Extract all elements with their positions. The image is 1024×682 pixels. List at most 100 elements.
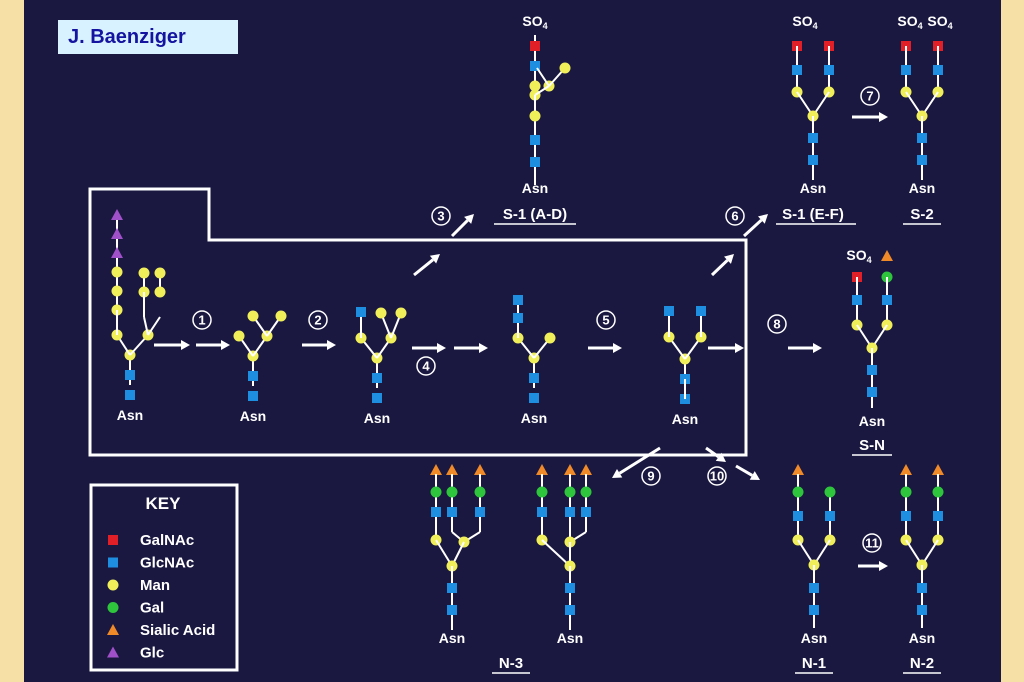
arrow-head [749, 471, 760, 480]
glcnac-node [125, 390, 135, 400]
glcnac-node [809, 605, 819, 615]
glcnac-node [530, 135, 540, 145]
so4-label: SO4 [792, 13, 817, 31]
glcnac-node [867, 387, 877, 397]
glcnac-node [529, 393, 539, 403]
key-box [89, 483, 239, 672]
glycosidic-bond [536, 67, 550, 87]
galnac-node [530, 41, 540, 51]
step-number-circle [308, 310, 328, 330]
step-number-circle [416, 356, 436, 376]
sialic-acid-node [792, 464, 804, 475]
key-label: Gal [140, 600, 164, 617]
galactose-node [474, 486, 486, 498]
slide-background [24, 0, 1001, 682]
key-swatch-glcnac [108, 557, 118, 568]
so4-label: SO4 [927, 13, 952, 31]
step-number: 3 [437, 209, 444, 224]
glcnac-node [447, 605, 457, 615]
glcnac-node [513, 295, 523, 305]
asn-label: Asn [439, 630, 465, 646]
glcnac-node [248, 391, 258, 401]
glcnac-node [530, 61, 540, 71]
glcnac-node [867, 365, 877, 375]
asn-label: Asn [521, 410, 547, 426]
mannose-node [275, 310, 287, 322]
mannose-node [559, 62, 571, 74]
so4-label: SO4 [897, 13, 922, 31]
step-number: 10 [710, 469, 724, 484]
glcnac-node [852, 295, 862, 305]
step-number: 1 [198, 313, 205, 328]
glcnac-node [248, 371, 258, 381]
key-title: KEY [146, 494, 182, 513]
galactose-node [430, 486, 442, 498]
mannose-node [111, 266, 123, 278]
glcnac-node [933, 511, 943, 521]
so4-label: SO4 [522, 13, 547, 31]
glcnac-node [808, 133, 818, 143]
asn-label: Asn [801, 630, 827, 646]
step-number-circle [767, 314, 787, 334]
glcnac-node [513, 313, 523, 323]
glcnac-node [372, 393, 382, 403]
arrow-head [429, 254, 440, 264]
galactose-node [446, 486, 458, 498]
glcnac-node [565, 507, 575, 517]
glcnac-node [529, 373, 539, 383]
glycosidic-bond [143, 316, 149, 336]
mannose-node [111, 285, 123, 297]
sialic-acid-node [446, 464, 458, 475]
mannose-node [138, 267, 150, 279]
arrow-head [813, 343, 822, 353]
sialic-acid-node [536, 464, 548, 475]
step-number: 8 [773, 317, 780, 332]
pathway-arrow [413, 258, 434, 277]
glcnac-node [664, 306, 674, 316]
step-number-circle [431, 206, 451, 226]
glcnac-node [431, 507, 441, 517]
glycosidic-bond [534, 85, 550, 96]
structure-name-s1ad: S-1 (A-D) [503, 206, 567, 223]
asn-label: Asn [909, 180, 935, 196]
asn-label: Asn [800, 180, 826, 196]
structure-name-n1: N-1 [802, 655, 826, 672]
arrow-head [612, 468, 623, 478]
sialic-acid-node [474, 464, 486, 475]
key-swatch-sialic-acid [107, 624, 119, 635]
structure-name-n2: N-2 [910, 655, 934, 672]
structure-name-n3: N-3 [499, 655, 523, 672]
pathway-arrow [705, 446, 720, 459]
step-number: 5 [602, 313, 609, 328]
glcnac-node [696, 306, 706, 316]
structure-name-sn: S-N [859, 437, 885, 454]
arrow-head [735, 343, 744, 353]
arrow-head [437, 343, 446, 353]
glcnac-node [933, 65, 943, 75]
asn-label: Asn [117, 407, 143, 423]
pathway-arrow [450, 219, 469, 238]
arrow-head [221, 340, 230, 350]
key-swatch-gal [107, 602, 119, 613]
galactose-node [900, 486, 912, 498]
arrow-head [181, 340, 190, 350]
glcnac-node [824, 65, 834, 75]
glcnac-node [917, 155, 927, 165]
step-number: 6 [731, 209, 738, 224]
galactose-node [824, 486, 836, 498]
sialic-acid-node [881, 250, 893, 261]
glcnac-node [537, 507, 547, 517]
glcnac-node [917, 605, 927, 615]
asn-label: Asn [364, 410, 390, 426]
step-number: 7 [866, 89, 873, 104]
asn-label: Asn [240, 408, 266, 424]
mannose-node [154, 267, 166, 279]
pathway-arrow [618, 446, 661, 475]
glcnac-node [125, 370, 135, 380]
mannose-node [529, 80, 541, 92]
arrow-head [879, 561, 888, 571]
key-swatch-galnac [108, 535, 118, 545]
step-number-circle [860, 86, 880, 106]
arrow-head [724, 254, 734, 264]
step-number-circle [707, 466, 727, 486]
